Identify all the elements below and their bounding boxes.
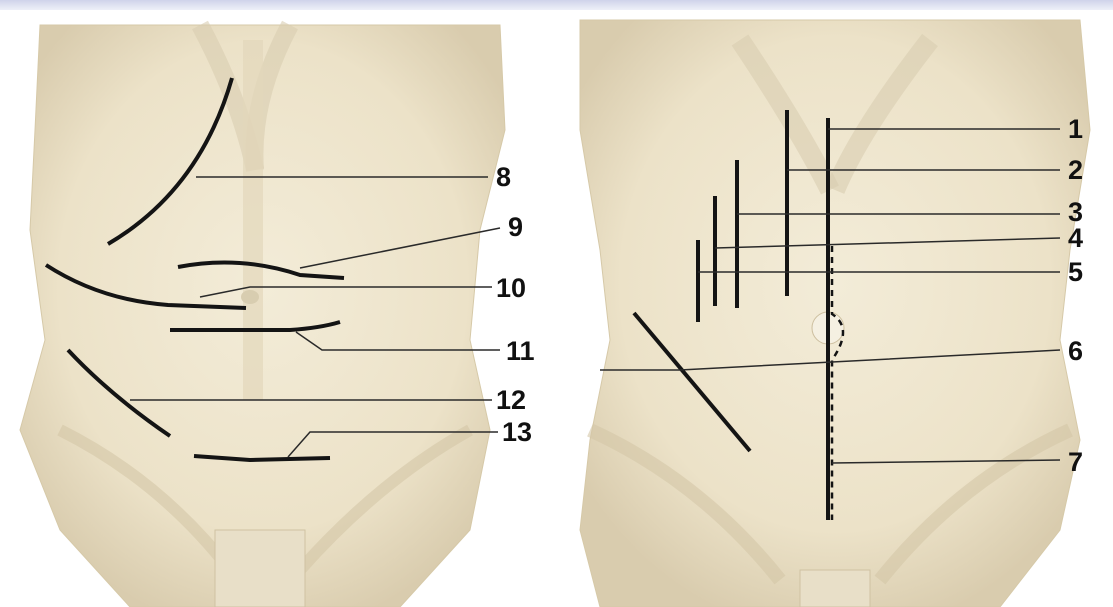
right-torso-drawing: 1 2 3 4 5 6 7 xyxy=(560,10,1113,607)
label-2: 2 xyxy=(1068,155,1083,185)
label-4: 4 xyxy=(1068,223,1083,253)
label-8: 8 xyxy=(496,162,511,192)
right-torso-panel: 1 2 3 4 5 6 7 xyxy=(560,10,1113,607)
label-9: 9 xyxy=(508,212,523,242)
label-1: 1 xyxy=(1068,114,1083,144)
label-12: 12 xyxy=(496,385,526,415)
left-torso-drawing: 8 9 10 11 12 13 xyxy=(0,10,560,607)
label-5: 5 xyxy=(1068,257,1083,287)
top-border-band xyxy=(0,0,1113,10)
label-6: 6 xyxy=(1068,336,1083,366)
label-13: 13 xyxy=(502,417,532,447)
label-10: 10 xyxy=(496,273,526,303)
label-7: 7 xyxy=(1068,447,1083,477)
left-torso-panel: 8 9 10 11 12 13 xyxy=(0,10,560,607)
label-11: 11 xyxy=(506,336,535,366)
